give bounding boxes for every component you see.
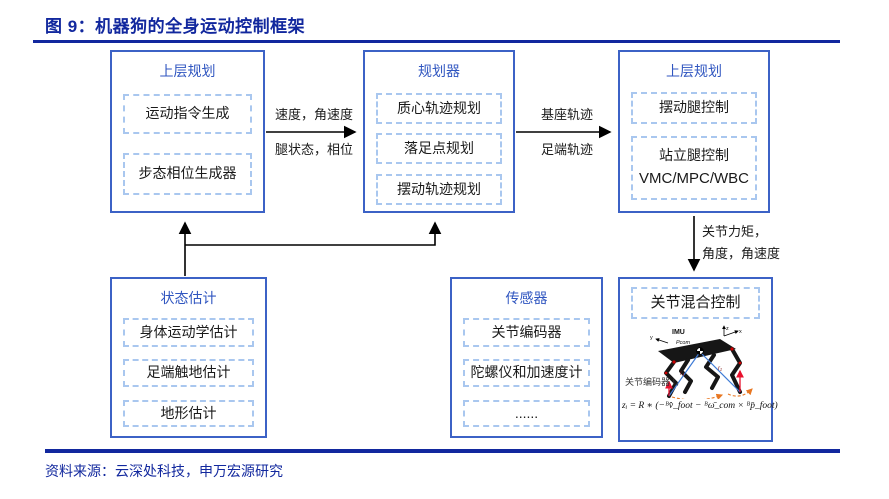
box-state-estimation-title: 状态估计 xyxy=(160,290,217,306)
edge-state-to-planner xyxy=(185,221,442,246)
swing-arc xyxy=(727,388,753,397)
edge-label-leg-state: 腿状态，相位 xyxy=(274,142,353,157)
joint-dot xyxy=(664,371,668,375)
stance-leg-control-label: 站立腿控制 xyxy=(659,146,729,163)
edge-label-base-trajectory: 基座轨迹 xyxy=(540,107,593,122)
axis-x-label: x xyxy=(739,329,742,335)
robot-leg xyxy=(664,360,678,398)
com-marker-quadrant xyxy=(696,351,700,355)
item-motion-command-generation: 运动指令生成 xyxy=(123,94,252,134)
robot-leg xyxy=(704,353,720,390)
axis-z-label: z xyxy=(726,326,729,332)
item-terrain-estimation: 地形估计 xyxy=(123,400,254,427)
r4-label: r₄ xyxy=(680,371,685,377)
item-joint-hybrid-control: 关节混合控制 xyxy=(631,287,760,319)
axis-y-arrow xyxy=(655,338,669,344)
vector-r1 xyxy=(699,351,741,393)
item-sensor-ellipsis: ...... xyxy=(463,400,590,427)
robot-leg xyxy=(679,358,693,394)
vmc-mpc-wbc-label: VMC/MPC/WBC xyxy=(639,170,749,188)
item-joint-encoder: 关节编码器 xyxy=(463,318,590,347)
item-gait-phase-generator: 步态相位生成器 xyxy=(123,153,252,195)
edge-label-velocity: 速度，角速度 xyxy=(274,107,353,122)
imu-label: IMU xyxy=(672,329,685,336)
foot-velocity-formula: zᵢ = R ∗ (−ᴮv̂_foot − ᴮω̄_com × ᴮp̄_foot… xyxy=(622,401,778,411)
item-body-kinematics-estimation: 身体运动学估计 xyxy=(123,318,254,347)
box-upper-planning-right-title: 上层规划 xyxy=(666,63,722,79)
box-planner-title: 规划器 xyxy=(418,63,460,79)
item-foothold-planning: 落足点规划 xyxy=(376,133,502,164)
item-swing-leg-control: 摆动腿控制 xyxy=(631,92,757,124)
box-upper-planning-left: 上层规划 运动指令生成 步态相位生成器 xyxy=(110,50,265,213)
box-sensors-title: 传感器 xyxy=(505,290,548,306)
title-rule xyxy=(33,40,840,43)
item-swing-trajectory-planning: 摆动轨迹规划 xyxy=(376,174,502,205)
bottom-rule xyxy=(45,449,840,453)
edge-label-foot-trajectory: 足端轨迹 xyxy=(540,142,593,157)
axis-x-arrow xyxy=(723,330,739,337)
box-planner: 规划器 质心轨迹规划 落足点规划 摆动轨迹规划 xyxy=(363,50,515,213)
box-upper-planning-left-title: 上层规划 xyxy=(159,63,216,79)
item-stance-leg-control: 站立腿控制 VMC/MPC/WBC xyxy=(631,136,757,200)
edge-label-angle-velocity: 角度，角速度 xyxy=(702,246,781,261)
edge-label-joint-torque: 关节力矩， xyxy=(702,224,768,239)
com-marker-quadrant xyxy=(700,347,704,351)
item-com-trajectory-planning: 质心轨迹规划 xyxy=(376,93,502,124)
robot-leg xyxy=(730,347,742,394)
box-joint-hybrid-control: 关节混合控制 z x y xyxy=(618,277,778,442)
item-gyro-accelerometer: 陀螺仪和加速度计 xyxy=(463,359,590,387)
axis-y-label: y xyxy=(650,335,653,341)
box-state-estimation: 状态估计 身体运动学估计 足端触地估计 地形估计 xyxy=(110,277,267,438)
swing-arc xyxy=(671,393,724,399)
item-foot-contact-estimation: 足端触地估计 xyxy=(123,359,254,387)
joint-dot xyxy=(730,347,734,351)
box-upper-planning-right: 上层规划 摆动腿控制 站立腿控制 VMC/MPC/WBC xyxy=(618,50,770,213)
source-note: 资料来源：云深处科技，申万宏源研究 xyxy=(45,463,283,479)
vector-r4 xyxy=(668,351,701,397)
figure-title: 图 9：机器狗的全身运动控制框架 xyxy=(45,17,306,36)
joint-encoder-callout: 关节编码器 I₄ xyxy=(625,377,679,387)
pcom-label: Pcom xyxy=(676,340,690,346)
joint-dot xyxy=(738,361,742,365)
box-sensors: 传感器 关节编码器 陀螺仪和加速度计 ...... xyxy=(450,277,603,438)
joint-dot xyxy=(672,360,676,364)
robot-dog-figure: z x y xyxy=(650,325,753,399)
r1-label: r₁ xyxy=(718,366,722,372)
